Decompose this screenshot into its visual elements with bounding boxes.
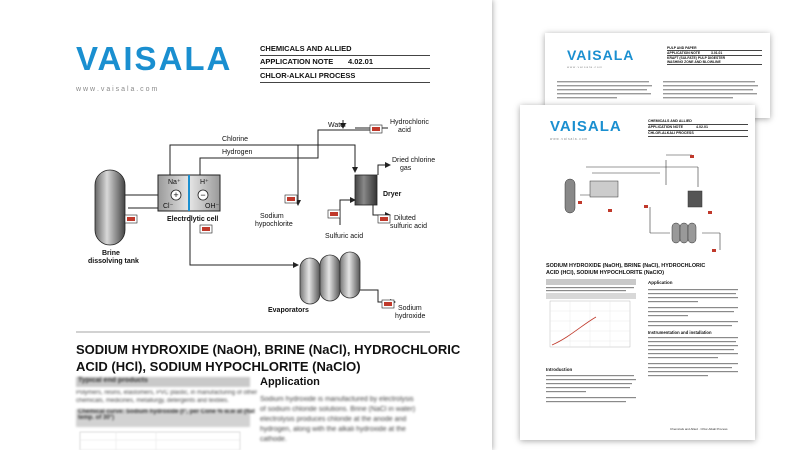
sidebar-text-1: Polymers, resins, elastomers, PVC plasti… — [76, 390, 258, 396]
main-process-diagram: + − Chlorine Hydrogen Water Hydrochloric… — [76, 119, 435, 333]
main-title-line1: SODIUM HYDROXIDE (NaOH), BRINE (NaCl), H… — [76, 342, 461, 357]
label-dried-1: Dried chlorine — [392, 157, 435, 164]
chart-caption: Chemical curve: Sodium hydroxide (t°, pe… — [76, 409, 255, 427]
main-header-line1: CHEMICALS AND ALLIED — [260, 44, 430, 56]
back-header-label: APPLICATION NOTE — [667, 51, 701, 55]
label-brine-1: Brine — [102, 250, 120, 257]
mid-title-line1: SODIUM HYDROXIDE (NaOH), BRINE (NaCl), H… — [546, 263, 706, 269]
label-evaporators: Evaporators — [268, 307, 309, 314]
label-sodium-hypo-2: hypochlorite — [255, 221, 293, 228]
label-oh: OH⁻ — [205, 203, 220, 210]
main-header-label: APPLICATION NOTE — [260, 57, 334, 66]
mid-electrolytic-cell — [589, 180, 619, 198]
mid-logo: VAISALA — [550, 118, 622, 135]
mid-header-line3: CHLOR-ALKALI PROCESS — [648, 131, 748, 137]
back-header-line4: WASHING ZONE AND BLOWLINE — [667, 60, 762, 65]
label-sodium-hydroxide-2: hydroxide — [395, 313, 425, 320]
back-header-line1: PULP AND PAPER — [667, 46, 762, 51]
sidebar-chart-preview — [79, 431, 241, 450]
back-header-block: PULP AND PAPER APPLICATION NOTE 3.01.01 … — [667, 46, 762, 65]
svg-text:−: − — [200, 190, 205, 200]
evaporators-group — [299, 251, 361, 305]
label-diluted-2: sulfuric acid — [390, 223, 427, 230]
sidebar-heading: Typical end products — [76, 377, 250, 387]
mid-brine-tank — [564, 178, 576, 214]
mid-application-heading: Application — [648, 280, 673, 285]
label-dryer: Dryer — [383, 191, 402, 198]
mid-footer: Chemicals and Allied · Chlor-Alkali Proc… — [670, 427, 728, 431]
mid-title-line2: ACID (HCl), SODIUM HYPOCHLORITE (NaClO) — [546, 270, 664, 276]
label-h: H⁺ — [200, 179, 209, 186]
svg-text:+: + — [173, 190, 178, 200]
app-text-4: hydrogen, along with the alkali hydroxid… — [260, 426, 406, 433]
back-header-line3: KRAFT (SULFATE) PULP DIGESTER — [667, 56, 726, 60]
dryer-unit — [354, 174, 378, 206]
brine-dissolving-tank — [94, 169, 126, 246]
main-title-line2: ACID (HCl), SODIUM HYPOCHLORITE (NaClO) — [76, 359, 361, 374]
main-header-number: 4.02.01 — [348, 57, 374, 66]
main-logo: VAISALA — [76, 40, 233, 77]
app-text-1: Sodium hydroxide is manufactured by elec… — [260, 396, 414, 403]
chart-caption-1: Chemical curve: Sodium hydroxide (t°, pe… — [78, 409, 255, 415]
back-header-number: 3.01.01 — [711, 51, 723, 55]
mid-header-number: 4.02.01 — [696, 125, 708, 129]
back-text-lines — [557, 81, 758, 99]
label-electrolytic: Electrolytic cell — [167, 216, 218, 223]
app-text-5: cathode. — [260, 436, 287, 443]
main-header-block: CHEMICALS AND ALLIED APPLICATION NOTE 4.… — [260, 44, 430, 83]
mid-header-line1: CHEMICALS AND ALLIED — [648, 119, 748, 125]
main-header-line3: CHLOR-ALKALI PROCESS — [260, 71, 430, 83]
app-text-3: electrolysis produces chloride at the an… — [260, 416, 407, 423]
main-url: w w w . v a i s a l a . c o m — [76, 86, 158, 93]
mid-install-heading: Instrumentation and installation — [648, 330, 712, 335]
main-header-line2: APPLICATION NOTE 4.02.01 — [260, 57, 430, 69]
label-dried-2: gas — [400, 165, 412, 172]
label-sodium-hydroxide-1: Sodium — [398, 305, 422, 312]
label-sulfuric: Sulfuric acid — [325, 233, 363, 240]
main-document-page: VAISALA w w w . v a i s a l a . c o m CH… — [76, 40, 461, 450]
mid-introduction-heading: Introduction — [546, 367, 573, 372]
label-chlorine: Chlorine — [222, 136, 248, 143]
back-document-page: VAISALA w w w . v a i s a l a . c o m PU… — [545, 33, 770, 118]
label-na: Na⁺ — [168, 179, 181, 186]
back-url: w w w . v a i s a l a . c o m — [567, 65, 602, 69]
label-sodium-hypo-1: Sodium — [260, 213, 284, 220]
mid-dryer — [687, 190, 703, 208]
chart-caption-2: temp. of 30°) — [78, 415, 115, 421]
app-text-2: of sodium chloride solutions. Brine (NaC… — [260, 406, 416, 413]
label-water: Water — [328, 122, 347, 129]
label-diluted-1: Diluted — [394, 215, 416, 222]
mid-header-label: APPLICATION NOTE — [648, 125, 684, 129]
sensor-markers — [124, 124, 395, 309]
mid-process-diagram — [564, 154, 721, 252]
label-cl: Cl⁻ — [163, 203, 174, 210]
mid-document-page: VAISALA w w w . v a i s a l a . c o m CH… — [520, 105, 755, 440]
label-hydrogen: Hydrogen — [222, 149, 252, 156]
back-logo: VAISALA — [567, 47, 635, 63]
sidebar-text-2: chemicals, medicines, metallurgy, deterg… — [76, 398, 229, 404]
mid-header-line2: APPLICATION NOTE 4.02.01 — [648, 125, 748, 131]
mid-header-block: CHEMICALS AND ALLIED APPLICATION NOTE 4.… — [648, 119, 748, 137]
application-heading: Application — [260, 376, 320, 388]
label-brine-2: dissolving tank — [88, 258, 139, 265]
mid-evaporators — [671, 222, 697, 244]
label-hydrochloric-2: acid — [398, 127, 411, 134]
mid-url: w w w . v a i s a l a . c o m — [550, 137, 588, 141]
label-hydrochloric-1: Hydrochloric — [390, 119, 429, 126]
back-header-line2: APPLICATION NOTE 3.01.01 — [667, 51, 762, 56]
mid-left-column-box — [546, 279, 738, 403]
